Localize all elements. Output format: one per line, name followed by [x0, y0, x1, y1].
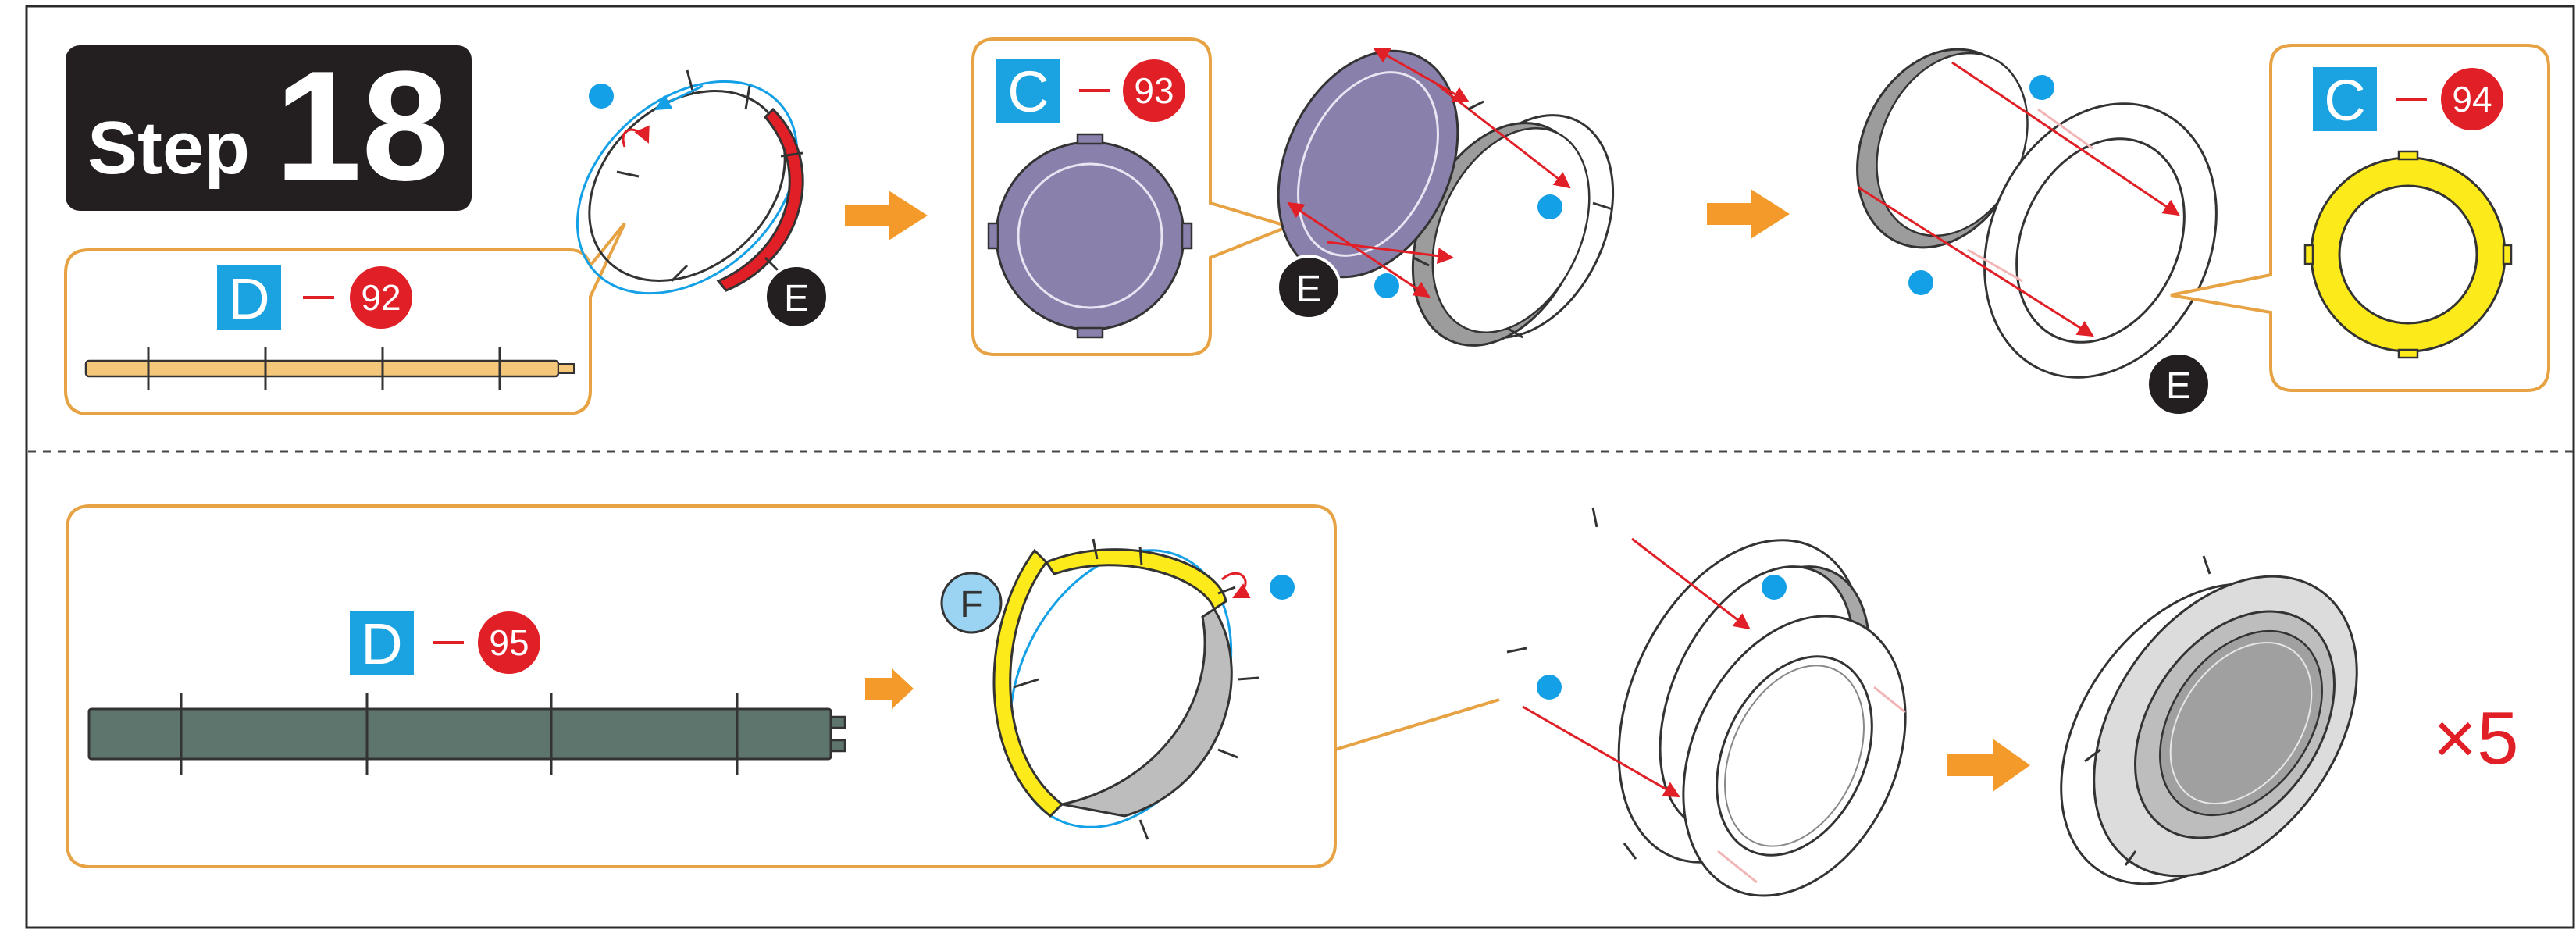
- tab-label-icon: [1276, 255, 1341, 320]
- step-number: 18: [275, 39, 448, 213]
- part-number-badge: [2441, 68, 2503, 130]
- part-number: 94: [2452, 79, 2492, 119]
- glue-dot-icon: [1537, 675, 1562, 700]
- tab-letter: E: [784, 278, 809, 319]
- sheet-badge: [217, 265, 281, 330]
- bottom-ring-assembly: [1506, 507, 1907, 897]
- glue-dot-icon: [1537, 194, 1562, 219]
- blue-guide-ring: [575, 80, 799, 295]
- ring-opening: [1431, 127, 1591, 333]
- strip-end-tabs: [829, 715, 846, 753]
- sheet-badge: [996, 59, 1060, 123]
- sheet-letter: C: [1007, 59, 1049, 124]
- step-word: Step: [87, 106, 250, 190]
- ring-tabs: [1013, 538, 1259, 840]
- ring-94-assembly: E: [1856, 48, 2218, 417]
- glue-dot-icon: [1374, 273, 1399, 298]
- sheet-badge: [350, 611, 414, 675]
- yellow-ring-hole: [2338, 184, 2478, 325]
- sheet-letter: C: [2324, 68, 2365, 133]
- assembly-arrow-icon: [1522, 537, 1751, 798]
- wheel-hub-line: [2169, 641, 2313, 805]
- part-number: 93: [1134, 70, 1174, 111]
- part-number-badge: [478, 611, 540, 674]
- sheet-letter: D: [361, 611, 402, 676]
- wheel-hub: [2159, 629, 2323, 817]
- tab-label-icon: [764, 264, 829, 330]
- tab-letter: E: [2166, 365, 2191, 407]
- step-title-box: [66, 45, 472, 211]
- ring-tabs: [1413, 100, 1613, 339]
- flat-ring-inner: [1716, 655, 1873, 857]
- disc-tabs: [987, 133, 1193, 339]
- arrow-right-icon: [1707, 189, 1790, 239]
- callout-part-94: C 94: [2170, 44, 2550, 392]
- quantity-label: ×5: [2433, 697, 2518, 780]
- part-number-badge: [350, 266, 412, 329]
- callout-part-93: C 93: [971, 37, 1294, 356]
- tab-letter: E: [1296, 269, 1321, 310]
- strip-tabs: [180, 693, 739, 775]
- glue-dot-icon: [2029, 75, 2054, 100]
- glue-dot-icon: [589, 84, 614, 109]
- part-number: 95: [489, 622, 529, 663]
- part-number: 92: [361, 277, 401, 318]
- finished-wheel: [2060, 555, 2358, 885]
- yellow-strip-part: [992, 548, 1064, 818]
- tab-label-icon: [940, 572, 1003, 634]
- blue-direction-arrow-icon: [654, 84, 704, 111]
- sheet-badge: [2313, 67, 2377, 131]
- sheet-border: [25, 5, 2575, 929]
- purple-disc-part: [995, 141, 1185, 331]
- ring-tabs: [2303, 150, 2513, 359]
- arrow-right-icon: [865, 668, 914, 709]
- ring-red-assembly: E: [575, 69, 829, 330]
- strip-tabs: [147, 347, 501, 390]
- arrow-right-icon: [845, 191, 928, 241]
- dark-strip-part: [87, 707, 832, 761]
- part-number-badge: [1123, 59, 1185, 122]
- glue-dot-icon: [1908, 270, 1933, 295]
- callout-part-92: D 92: [64, 222, 626, 415]
- wheel-tabs: [2084, 555, 2211, 866]
- yellow-strip-top: [1044, 548, 1227, 611]
- callout-pointer: [1334, 698, 1500, 751]
- curl-arrow-icon: [622, 125, 650, 148]
- disc-ring-assembly: E: [1276, 47, 1615, 347]
- strip-tab: [558, 363, 575, 374]
- curl-arrow-icon: [1221, 572, 1251, 599]
- ring-tabs: [1506, 507, 1637, 860]
- assembly-arrow-icon: [1858, 61, 2180, 337]
- tan-strip-part: [84, 359, 560, 378]
- sheet-letter: D: [228, 266, 269, 331]
- callout-part-95: D 95 F: [66, 504, 1500, 868]
- glue-dot-icon: [1270, 575, 1295, 600]
- glue-dot-icon: [1762, 575, 1787, 600]
- red-strip-part: [716, 107, 804, 292]
- step-title: Step 18: [66, 39, 472, 213]
- arrow-right-icon: [1947, 739, 2030, 792]
- gray-strip-band: [1061, 607, 1233, 818]
- disc-inner-line: [1017, 162, 1163, 309]
- faded-arrow-lines: [1717, 686, 1906, 884]
- flat-ring-detail: [1724, 665, 1865, 847]
- assembly-arrow-icon: [1287, 47, 1571, 298]
- faded-arrow-lines: [1967, 108, 2093, 283]
- tab-label-icon: [2146, 351, 2211, 417]
- tab-letter: F: [960, 584, 982, 625]
